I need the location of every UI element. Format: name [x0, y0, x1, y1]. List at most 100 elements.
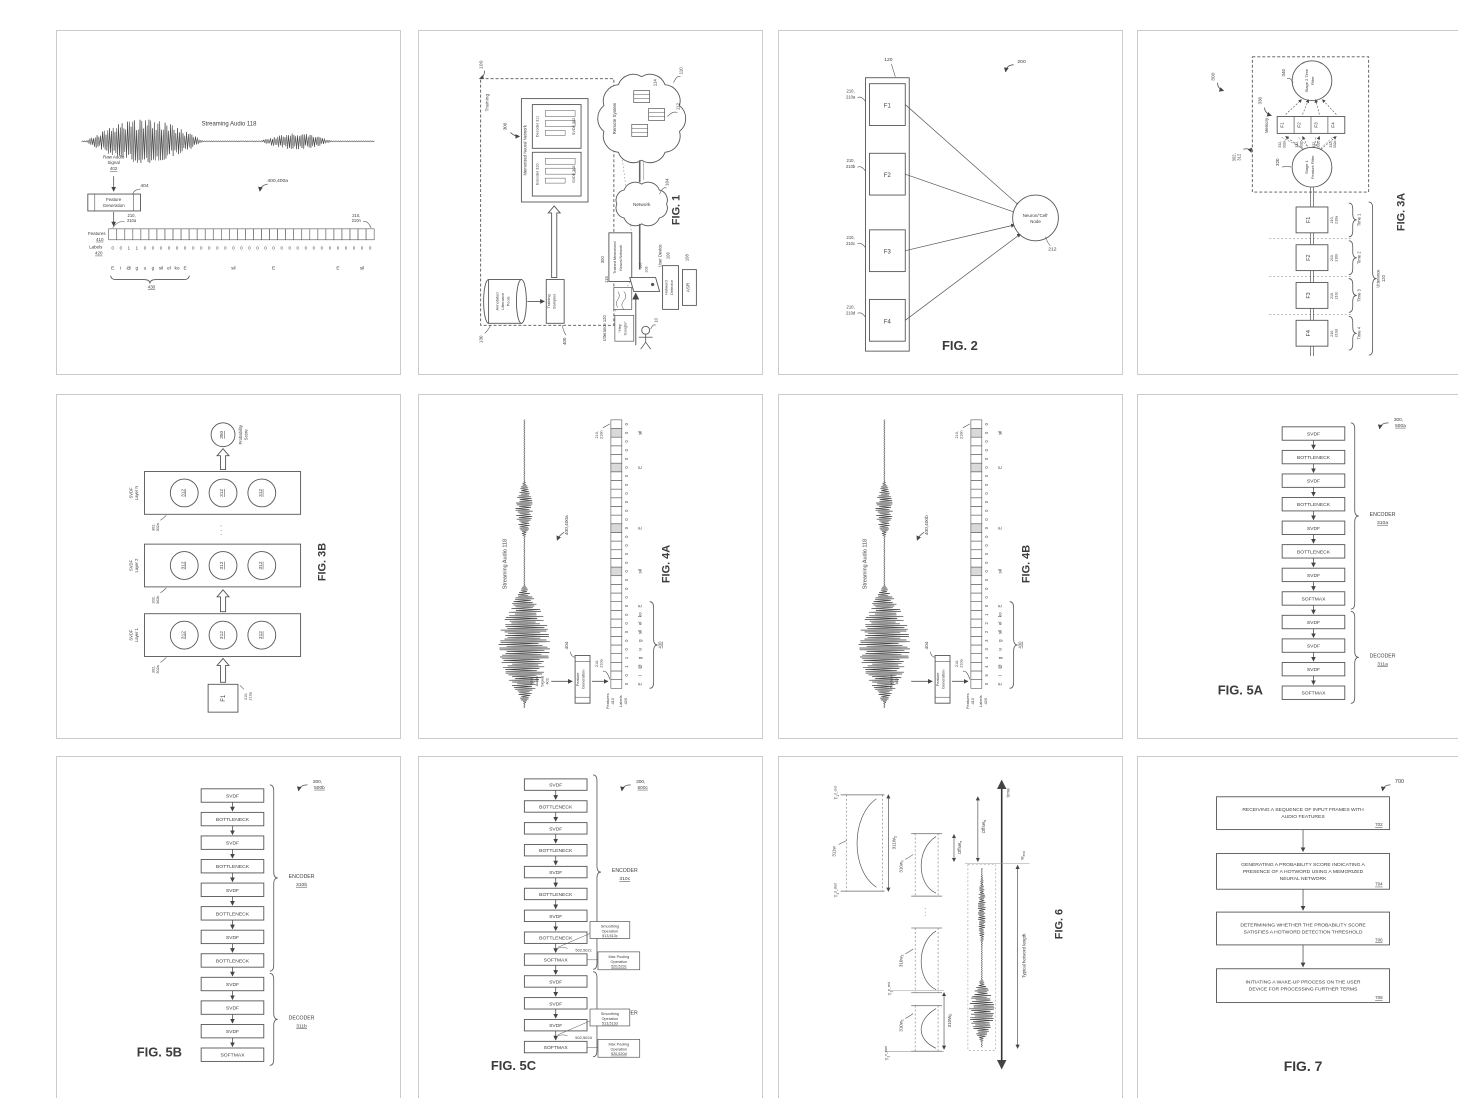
smoothing-op-box — [589, 921, 631, 939]
feature-cell — [970, 419, 983, 429]
block-label: SVDF — [1307, 479, 1320, 485]
label-digit: 0 — [208, 246, 211, 251]
phoneme-label: E — [998, 466, 1003, 469]
feature-cell — [610, 480, 623, 490]
leader — [905, 948, 914, 955]
input-frame-box — [207, 683, 239, 713]
label: Stage 2 Time — [1304, 68, 1309, 92]
leader — [857, 242, 866, 248]
leader — [929, 651, 936, 658]
feature-cell — [970, 462, 983, 473]
frame-box — [869, 229, 906, 273]
reference-number: 500a — [1395, 423, 1406, 429]
phoneme-label: E — [272, 266, 275, 272]
phoneme-label: E — [998, 682, 1003, 685]
hotword-length-label: Typical hotword length — [1022, 933, 1027, 978]
leader — [857, 166, 866, 172]
leader — [112, 221, 125, 229]
phoneme-label: g — [152, 267, 155, 272]
reference-number: 404 — [564, 641, 570, 649]
reference-number: 210d — [1334, 329, 1338, 337]
phoneme-label: E — [998, 605, 1003, 608]
feature-cell — [610, 436, 623, 447]
feature-cell — [970, 610, 983, 620]
reference-number: 513,513c — [602, 934, 618, 938]
reference-number: 210n — [960, 431, 964, 439]
label: Operation — [602, 1017, 619, 1021]
leader — [160, 587, 167, 594]
reference-number: 210c — [846, 241, 855, 246]
neuron-circle — [247, 551, 277, 580]
feature-cell — [610, 523, 623, 533]
line — [557, 933, 591, 948]
flow-step-text: DEVICE FOR PROCESSING FURTHER TERMS — [1249, 987, 1358, 993]
annotation: T1d_end — [833, 786, 840, 800]
leader — [857, 312, 866, 318]
label: Feature Filter — [1310, 155, 1315, 179]
layer-block — [523, 887, 588, 901]
feature-cell — [610, 445, 623, 455]
label-digit: 0 — [984, 526, 989, 529]
feature-cell — [229, 228, 238, 241]
label-digit: 0 — [160, 246, 163, 251]
feature-generation-box — [934, 655, 951, 704]
open-arrow — [216, 447, 230, 471]
label: Trained Memorized — [613, 242, 617, 274]
label: Generation — [941, 670, 946, 690]
feature-cell — [349, 228, 359, 241]
reference-number: 210, — [1330, 330, 1334, 337]
feature-cell — [970, 445, 983, 455]
feature-cell — [237, 228, 246, 241]
reference-number: 302, — [151, 666, 155, 673]
label-digit: 0 — [624, 587, 629, 590]
hotword-detector-box — [662, 265, 679, 310]
feature-cell — [610, 627, 623, 637]
reference-number: 212 — [1048, 247, 1057, 253]
person-head — [641, 325, 651, 335]
feature-cell — [357, 228, 367, 241]
label-digit: 4 — [984, 656, 989, 659]
leader — [673, 76, 681, 83]
flow-step-text: AUDIO FEATURES — [1281, 814, 1325, 820]
phoneme-label: u — [144, 267, 147, 272]
line — [640, 341, 647, 350]
reference-number: 332b — [1299, 140, 1303, 148]
figure-label: FIG. 5C — [491, 1058, 536, 1073]
label-digit: 0 — [624, 474, 629, 477]
figure-label: FIG. 4A — [661, 545, 673, 583]
reference-number: 420 — [95, 251, 103, 256]
reference-number: 332, — [1278, 141, 1282, 148]
reference-number: 402 — [110, 166, 118, 171]
feature-cell — [610, 644, 623, 654]
label-digit: 0 — [984, 492, 989, 495]
figure-label: FIG. 5A — [1218, 682, 1263, 697]
label: Max Pooling — [608, 1042, 629, 1046]
label-digit: 0 — [624, 596, 629, 599]
label: “Hey — [617, 324, 622, 332]
layer-label: Layer 1 — [134, 627, 139, 642]
figure-label: FIG. 4B — [1021, 545, 1033, 583]
label: SVDF 302 — [572, 118, 576, 135]
label-digit: 0 — [624, 509, 629, 512]
feature-cell — [156, 228, 166, 241]
leader-arrow — [556, 531, 565, 541]
label-digit: 0 — [624, 500, 629, 503]
leader-arrow — [258, 183, 268, 192]
label-digit: 2 — [984, 622, 989, 625]
phoneme-label: sil — [159, 266, 164, 272]
feature-cell — [610, 514, 623, 525]
label: SVDF 302 — [572, 165, 576, 182]
